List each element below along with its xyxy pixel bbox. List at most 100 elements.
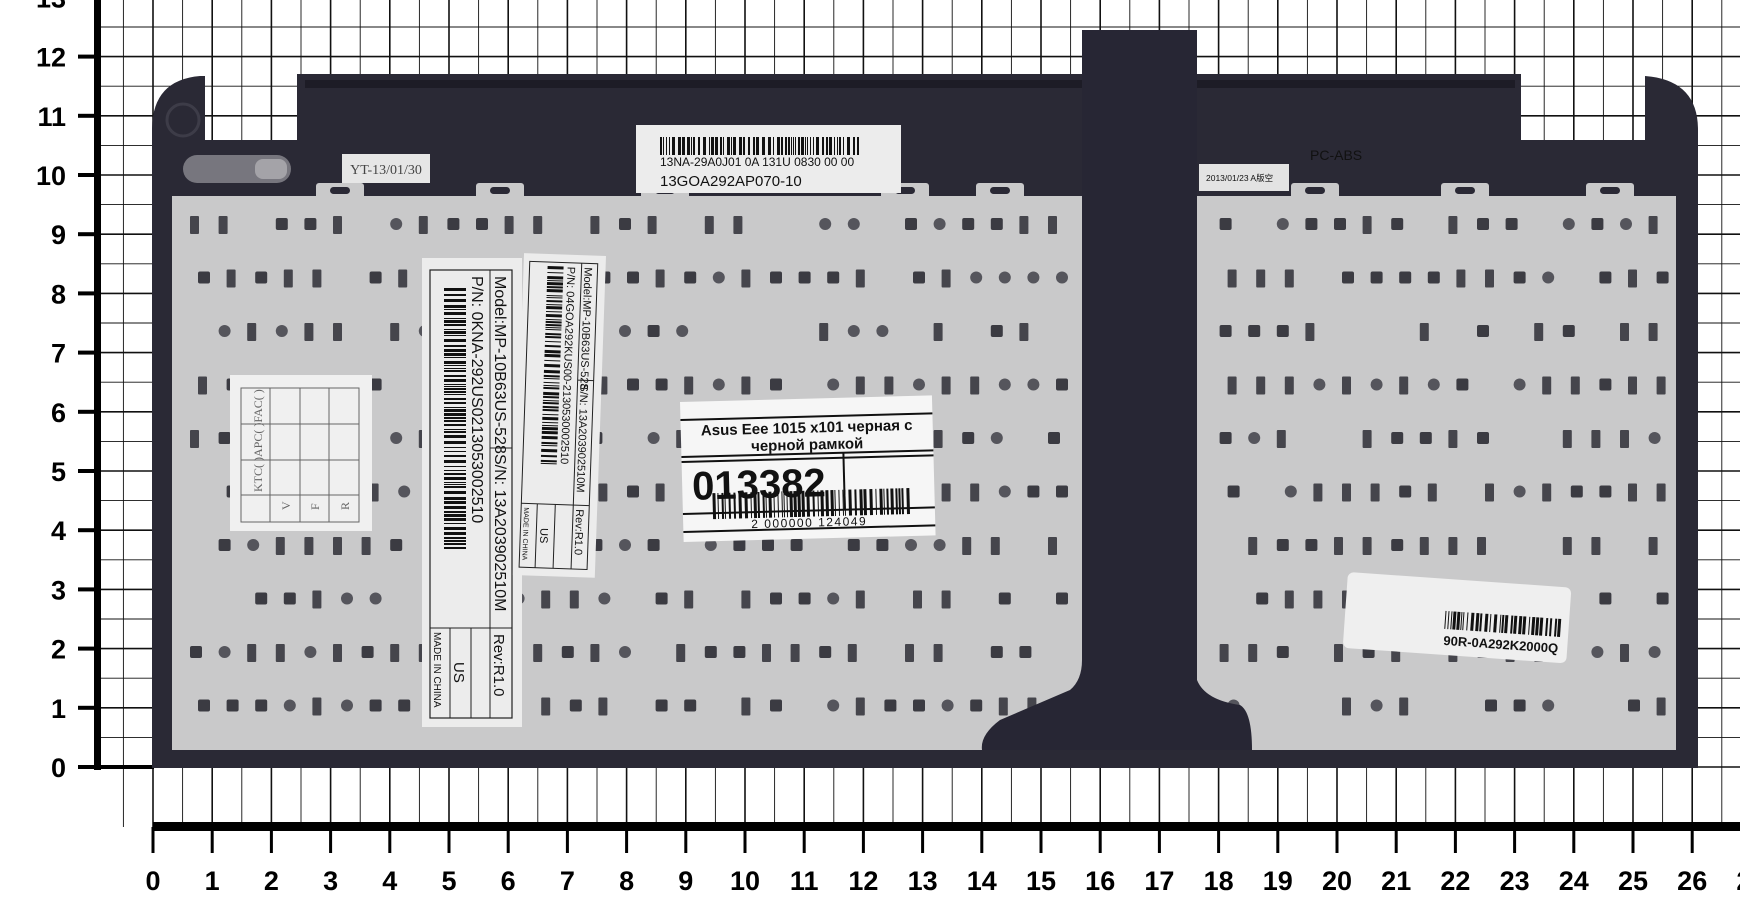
key-clip	[1477, 537, 1486, 555]
key-hole	[770, 592, 782, 605]
svg-text:S/N: 13A203902510M: S/N: 13A203902510M	[491, 454, 508, 611]
key-clip	[418, 216, 428, 234]
key-clip	[905, 644, 914, 662]
plate-dimple	[390, 218, 403, 230]
x-axis-label: 24	[1559, 866, 1589, 896]
key-hole	[1305, 218, 1318, 230]
barcode-bar	[543, 395, 560, 399]
barcode-bar	[789, 491, 794, 518]
plate-dimple	[876, 325, 889, 337]
y-axis-tick	[78, 54, 98, 59]
svg-text:S/N: 13A203902510M: S/N: 13A203902510M	[574, 384, 590, 493]
key-clip	[1620, 323, 1629, 341]
key-clip	[655, 269, 665, 288]
barcode-bar	[826, 137, 828, 155]
key-clip	[598, 697, 608, 716]
key-clip	[1284, 269, 1294, 288]
barcode-bar	[842, 489, 845, 516]
barcode-bar	[698, 137, 700, 155]
key-hole	[1056, 592, 1068, 605]
plate-dimple	[1276, 218, 1289, 230]
x-axis-label: 8	[619, 866, 634, 896]
barcode-bar	[444, 491, 466, 494]
barcode-bar	[660, 137, 662, 155]
barcode-bar	[444, 506, 466, 509]
barcode-bar	[757, 491, 761, 518]
barcode-bar	[801, 490, 806, 517]
barcode-bar	[444, 518, 466, 521]
barcode-bar	[663, 137, 664, 155]
barcode-bar	[444, 473, 466, 475]
plate-dimple	[341, 699, 353, 712]
key-hole	[962, 432, 975, 444]
key-hole	[704, 646, 717, 658]
barcode-bar	[546, 299, 563, 303]
barcode-bar	[783, 491, 786, 518]
key-clip	[884, 376, 894, 395]
barcode-bar	[544, 340, 561, 343]
key-hole	[218, 539, 231, 551]
barcode-bar	[786, 491, 789, 518]
key-clip	[1048, 537, 1057, 555]
barcode-bar	[777, 137, 780, 155]
barcode-bar	[738, 492, 743, 519]
barcode-bar	[829, 137, 832, 155]
key-clip	[1227, 376, 1237, 395]
barcode-bar	[768, 137, 771, 155]
barcode-bar	[545, 313, 562, 318]
barcode-bar	[545, 332, 562, 336]
barcode-bar	[542, 408, 559, 412]
y-axis-label: 12	[36, 43, 66, 73]
x-axis-tick	[1276, 827, 1280, 853]
key-clip	[1342, 483, 1351, 502]
y-axis-tick	[78, 409, 98, 414]
x-axis-label: 5	[441, 866, 456, 896]
plate-dimple	[1027, 271, 1040, 284]
barcode-bar	[444, 370, 466, 372]
barcode-bar	[1484, 613, 1489, 632]
key-hole	[1370, 271, 1383, 284]
key-hole	[998, 592, 1011, 605]
y-axis-label: 5	[51, 457, 66, 487]
y-axis-label: 8	[51, 279, 66, 309]
key-hole	[655, 699, 668, 712]
barcode-bar	[834, 489, 837, 516]
key-clip	[283, 269, 293, 288]
key-clip	[733, 216, 743, 234]
key-clip	[1313, 590, 1323, 609]
barcode-bar	[875, 488, 878, 515]
barcode-bar	[444, 294, 466, 296]
barcode-bar	[444, 368, 466, 369]
frame-inner-shadow	[305, 80, 1515, 88]
plate-dimple	[1248, 432, 1261, 444]
key-clip	[676, 644, 686, 662]
key-clip	[1334, 644, 1343, 662]
barcode-bar	[1452, 611, 1457, 630]
x-axis-label: 10	[730, 866, 760, 896]
key-hole	[905, 218, 917, 230]
key-hole	[1656, 271, 1669, 284]
x-axis-tick	[1572, 827, 1576, 853]
x-axis-label: 3	[323, 866, 338, 896]
plate-dimple	[1370, 699, 1383, 712]
barcode-bar	[542, 416, 559, 421]
barcode-bar	[543, 384, 560, 387]
plate-dimple	[1620, 218, 1632, 230]
barcode-bar	[793, 137, 794, 155]
barcode	[540, 265, 564, 465]
key-clip	[990, 537, 1000, 555]
y-axis-tick	[78, 173, 98, 177]
plate-dimple	[998, 378, 1011, 391]
barcode-bar	[816, 137, 819, 155]
barcode-bar	[444, 398, 466, 400]
barcode	[712, 488, 911, 520]
key-clip	[1313, 483, 1323, 502]
y-axis-label: 2	[51, 635, 66, 665]
barcode-bar	[444, 532, 466, 535]
barcode-bar	[825, 490, 830, 517]
key-hole	[1599, 485, 1612, 498]
barcode-bar	[721, 492, 725, 519]
plate-tab-slot	[1305, 187, 1325, 194]
key-clip	[533, 644, 543, 662]
key-clip	[847, 644, 857, 662]
